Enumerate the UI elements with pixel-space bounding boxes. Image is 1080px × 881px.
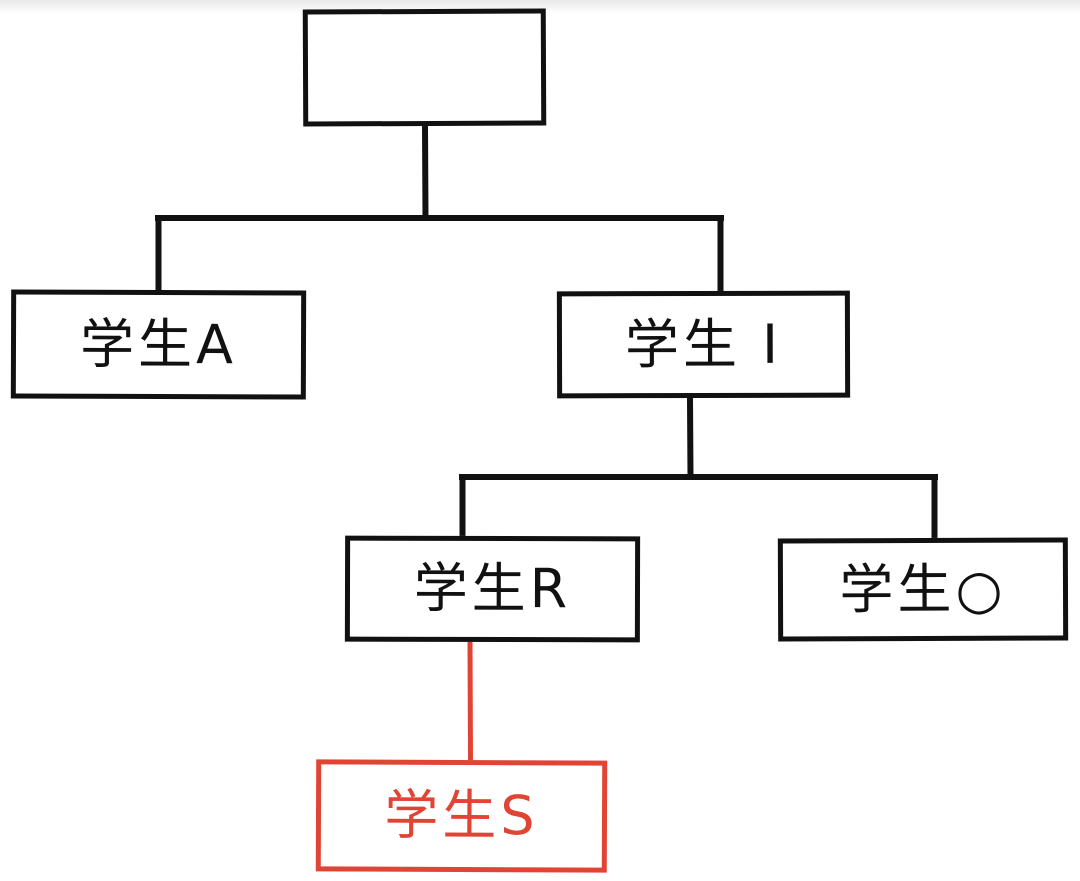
- node-student-o[interactable]: 学生○: [777, 537, 1069, 642]
- edge-student-r-to-student-s: [467, 637, 474, 765]
- node-student-r-label: 学生R: [413, 556, 572, 621]
- edge-student-i-to-children: [459, 394, 938, 542]
- node-student-a-label: 学生A: [79, 312, 238, 376]
- node-student-i-label: 学生 I: [624, 312, 783, 376]
- node-student-o-label: 学生○: [839, 557, 1007, 621]
- node-student-a[interactable]: 学生A: [10, 289, 307, 400]
- node-student-s-label: 学生S: [384, 783, 539, 848]
- node-student-i[interactable]: 学生 I: [556, 290, 851, 399]
- edge-root-to-children: [155, 121, 724, 294]
- node-root[interactable]: [302, 8, 547, 127]
- node-student-s[interactable]: 学生S: [315, 759, 608, 873]
- node-student-r[interactable]: 学生R: [344, 535, 641, 643]
